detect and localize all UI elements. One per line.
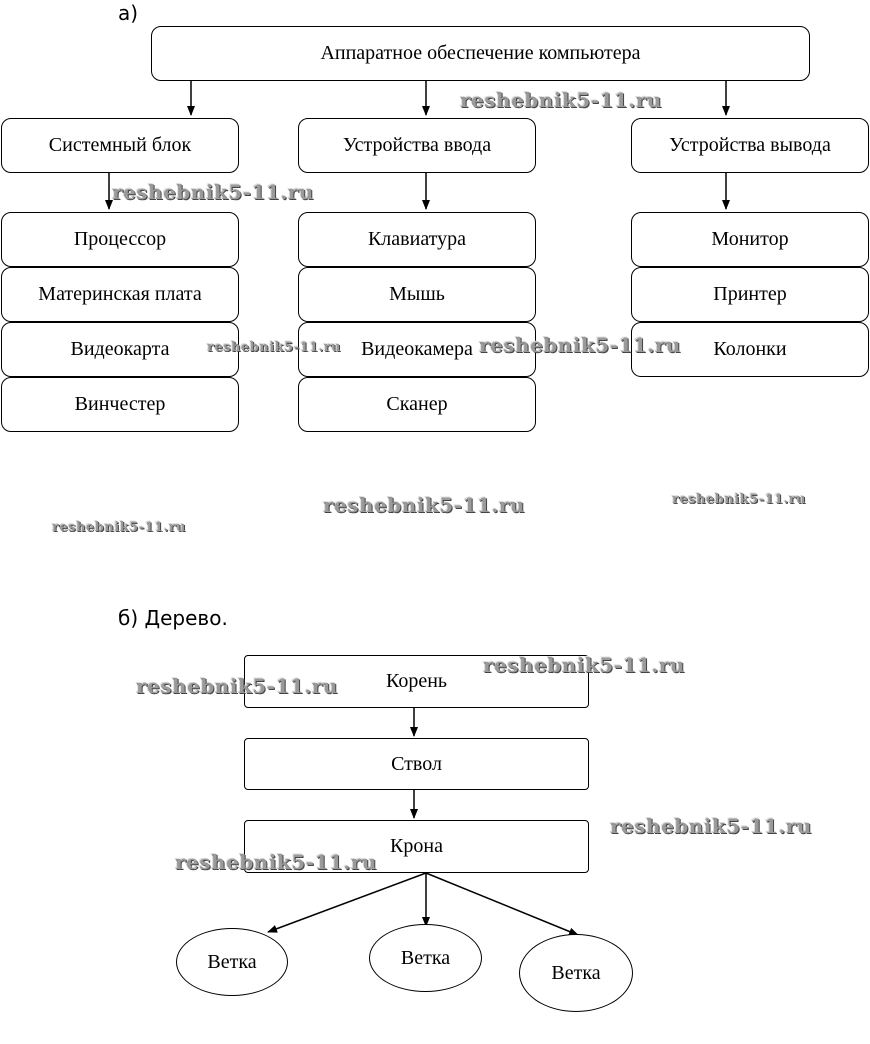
tree-branch-1: Ветка [176, 928, 288, 996]
arrow-crown-to-branch-3 [425, 872, 579, 936]
item-speakers: Колонки [631, 322, 869, 377]
tree-node-crown: Крона [244, 820, 589, 873]
tree-branch-3: Ветка [519, 934, 633, 1012]
tree-node-trunk: Ствол [244, 738, 589, 790]
watermark: reshebnik5-11.ru [207, 340, 342, 355]
category-input-devices: Устройства ввода [298, 118, 536, 173]
category-system-unit: Системный блок [1, 118, 239, 173]
watermark: reshebnik5-11.ru [175, 850, 377, 874]
tree-branch-2: Ветка [369, 924, 482, 992]
watermark: reshebnik5-11.ru [672, 492, 807, 507]
watermark: reshebnik5-11.ru [483, 653, 685, 677]
arrow-crown-to-branch-1 [267, 872, 427, 933]
watermark: reshebnik5-11.ru [610, 814, 812, 838]
item-monitor: Монитор [631, 212, 869, 267]
watermark: reshebnik5-11.ru [112, 180, 314, 204]
watermark: reshebnik5-11.ru [52, 520, 187, 535]
item-video-card: Видеокарта [1, 322, 239, 377]
watermark: reshebnik5-11.ru [323, 493, 525, 517]
section-a-label: а) [118, 1, 139, 25]
item-motherboard: Материнская плата [1, 267, 239, 322]
item-processor: Процессор [1, 212, 239, 267]
item-hard-drive: Винчестер [1, 377, 239, 432]
section-b-label: б) Дерево. [118, 606, 228, 630]
tree-node-root: Корень [244, 655, 589, 708]
item-printer: Принтер [631, 267, 869, 322]
item-mouse: Мышь [298, 267, 536, 322]
category-output-devices: Устройства вывода [631, 118, 869, 173]
watermark: reshebnik5-11.ru [460, 88, 662, 112]
watermark: reshebnik5-11.ru [136, 674, 338, 698]
item-keyboard: Клавиатура [298, 212, 536, 267]
item-scanner: Сканер [298, 377, 536, 432]
root-node: Аппаратное обеспечение компьютера [151, 26, 810, 81]
watermark: reshebnik5-11.ru [479, 333, 681, 357]
item-webcam: Видеокамера [298, 322, 536, 377]
